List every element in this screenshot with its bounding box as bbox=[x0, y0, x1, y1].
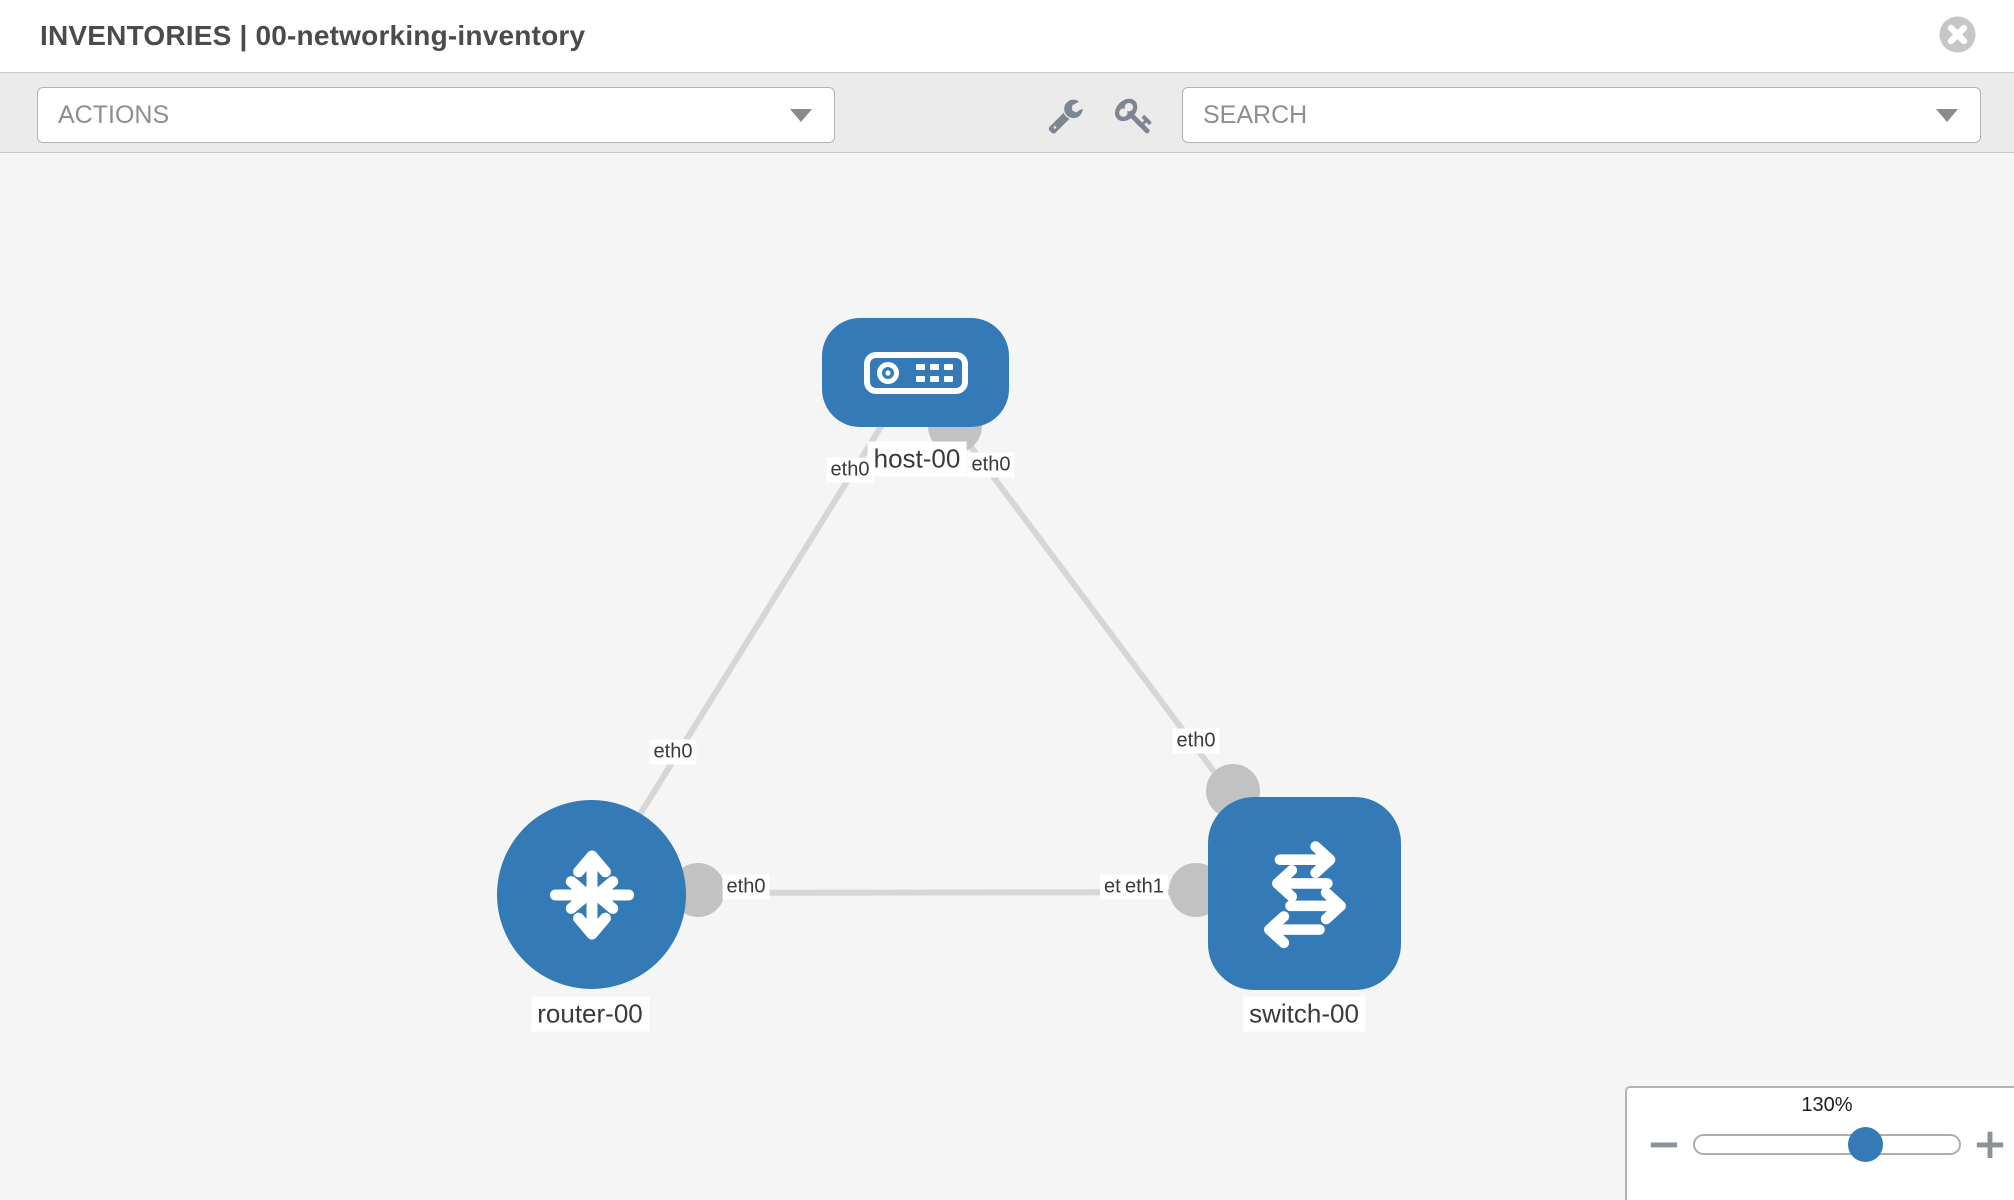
interface-label-switch-top: eth0 bbox=[1172, 728, 1220, 754]
close-button[interactable] bbox=[1939, 16, 1976, 53]
configure-button[interactable] bbox=[1043, 95, 1087, 135]
close-icon bbox=[1939, 16, 1976, 53]
interface-label-host-left: eth0 bbox=[826, 457, 874, 483]
server-icon bbox=[863, 351, 968, 394]
search-dropdown[interactable]: SEARCH bbox=[1182, 87, 1981, 143]
actions-dropdown-label: ACTIONS bbox=[58, 100, 170, 129]
zoom-level-value: 130% bbox=[1801, 1094, 1853, 1116]
node-label-host: host-00 bbox=[867, 441, 967, 477]
actions-dropdown[interactable]: ACTIONS bbox=[37, 87, 835, 143]
interface-label-mid-router-side: eth0 bbox=[722, 874, 770, 900]
minus-icon: − bbox=[1646, 1119, 1682, 1168]
zoom-slider-knob[interactable] bbox=[1848, 1127, 1883, 1162]
interface-label-host-right: eth0 bbox=[967, 452, 1015, 478]
node-label-router: router-00 bbox=[531, 996, 649, 1032]
interface-label-mid-switch-side-front: eth1 bbox=[1121, 874, 1168, 900]
interface-label-router-top: eth0 bbox=[649, 739, 697, 765]
key-icon bbox=[1114, 98, 1152, 133]
topology-links-layer bbox=[588, 370, 1307, 917]
topology-canvas[interactable]: host-00 router-00 switch-00 eth0 eth0 et… bbox=[0, 153, 2014, 1200]
window-header: INVENTORIES | 00-networking-inventory bbox=[0, 0, 2014, 72]
credentials-button[interactable] bbox=[1112, 95, 1156, 135]
zoom-in-button[interactable]: + bbox=[1970, 1122, 2010, 1166]
node-label-switch: switch-00 bbox=[1243, 996, 1365, 1032]
wrench-icon bbox=[1048, 99, 1083, 134]
toolbar: ACTIONS SEARCH bbox=[0, 72, 2014, 153]
chevron-down-icon bbox=[1936, 109, 1958, 122]
node-router-00[interactable] bbox=[497, 800, 686, 989]
zoom-slider-track[interactable] bbox=[1693, 1134, 1961, 1155]
plus-icon: + bbox=[1972, 1119, 2008, 1168]
switch-icon bbox=[1263, 840, 1346, 948]
chevron-down-icon bbox=[790, 109, 812, 122]
zoom-control-panel: 130% − + bbox=[1625, 1086, 2014, 1200]
router-icon bbox=[549, 849, 634, 940]
page-title: INVENTORIES | 00-networking-inventory bbox=[40, 20, 586, 51]
zoom-out-button[interactable]: − bbox=[1644, 1122, 1684, 1166]
node-host-00[interactable] bbox=[822, 318, 1009, 427]
node-switch-00[interactable] bbox=[1208, 797, 1401, 990]
search-dropdown-label: SEARCH bbox=[1203, 100, 1308, 129]
